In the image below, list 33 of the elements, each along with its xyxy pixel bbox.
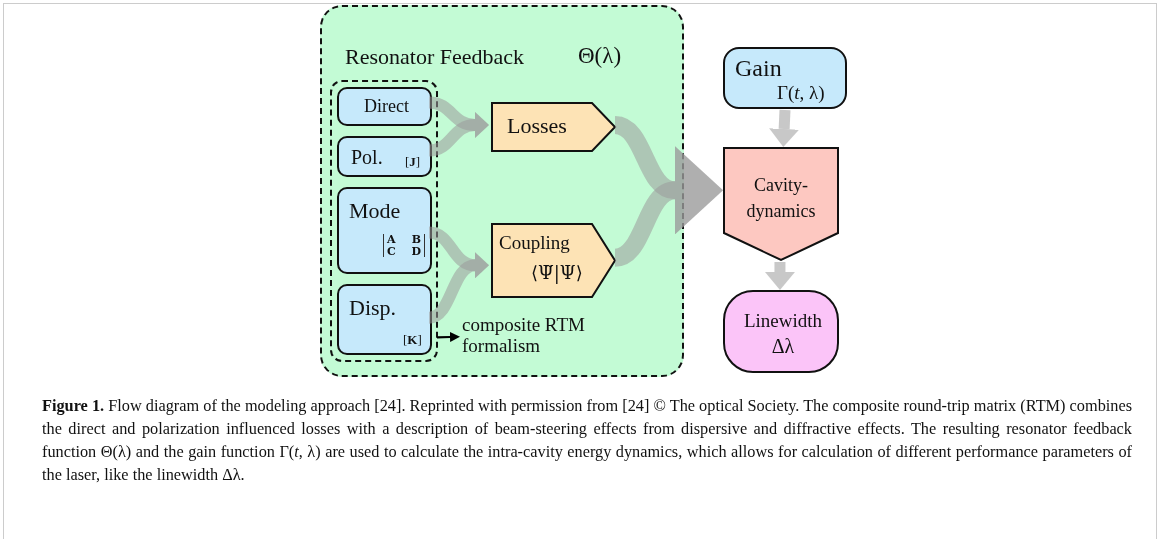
symbol-label: [K]	[403, 333, 422, 348]
group-panel	[320, 5, 684, 377]
flow-arrow	[436, 332, 460, 342]
process-box	[723, 47, 847, 109]
formula-label: Θ(λ)	[578, 43, 622, 69]
box-label: Linewidth	[742, 311, 824, 332]
flow-arrow	[769, 109, 800, 147]
flow-arrow	[764, 262, 795, 290]
box-label: Coupling	[499, 233, 570, 254]
process-box	[337, 87, 432, 126]
flow-arrow	[613, 147, 723, 267]
group-title: Resonator Feedback	[345, 45, 524, 70]
matrix-label: A B C D	[383, 234, 425, 258]
box-label: Direct	[363, 97, 410, 117]
box-label: Pol.	[351, 146, 383, 168]
note-text: composite RTM formalism	[462, 315, 586, 357]
formula-label: Δλ	[770, 335, 796, 357]
process-box	[337, 284, 432, 355]
box-label: Mode	[349, 199, 401, 224]
box-label: Losses	[507, 114, 567, 139]
figure-caption: Figure 1. Flow diagram of the modeling approach [24]. Reprinted with permission from [24] © The optical Society. The composite round-trip matrix (RTM) combines the direct and polarization influenced losses with a description of beam-steering effects from dispersive and diffractive effects. The resulting resonator feedback function Θ(λ) and the gain function Γ(t, λ) are used to calculate the intra-cavity energy dynamics, which allows for calculation of different performance parameters of the laser, like the linewidth Δλ.	[42, 395, 1132, 486]
process-box	[337, 136, 432, 177]
box-label: Disp.	[349, 296, 397, 321]
box-label: Gain	[735, 55, 782, 82]
dashed-group-box	[330, 80, 438, 362]
process-box	[337, 187, 432, 274]
symbol-label: [J]	[405, 155, 421, 170]
flow-arrow	[428, 112, 489, 157]
box-label: Cavity-dynamics	[745, 174, 817, 224]
flow-arrow	[427, 252, 489, 324]
formula-label: Γ(t, λ)	[777, 83, 825, 104]
formula-label: ⟨Ψ̃|Ψ⟩	[531, 263, 583, 283]
output-box	[723, 290, 839, 373]
